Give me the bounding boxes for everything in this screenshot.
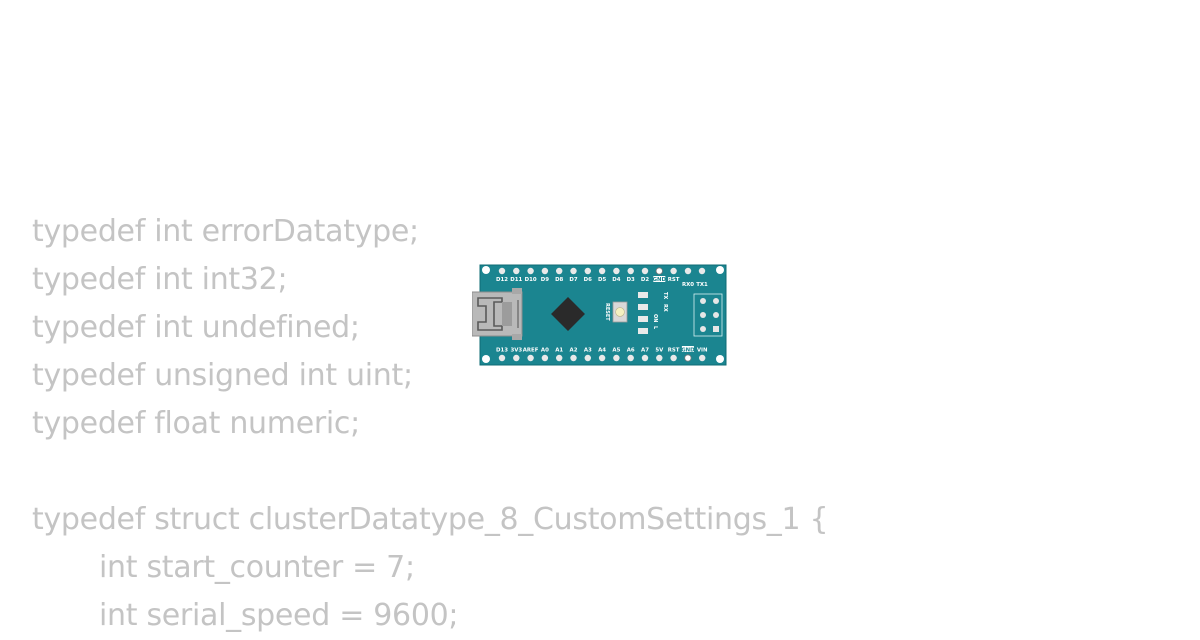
pin-header[interactable] <box>613 354 620 362</box>
pin-label: D9 <box>541 277 549 283</box>
led-label: TX <box>662 292 668 299</box>
pin-label: D11 <box>510 277 522 283</box>
pin-label: A2 <box>570 348 578 354</box>
pin-header[interactable] <box>498 354 506 362</box>
code-line: typedef int errorDatatype; <box>32 214 419 249</box>
pin-header[interactable] <box>584 267 591 275</box>
pin-label: A4 <box>598 348 606 354</box>
code-line: typedef float numeric; <box>32 406 360 441</box>
pin-label: RST <box>668 348 680 354</box>
pin-header[interactable] <box>670 354 677 362</box>
pin-label: 5V <box>655 348 664 354</box>
pin-header[interactable] <box>656 354 663 362</box>
mounting-hole <box>482 266 490 274</box>
pin-label: A6 <box>627 348 635 354</box>
pin-label: A3 <box>584 348 592 354</box>
pin-label: GND <box>653 277 667 283</box>
pin-header[interactable] <box>670 267 677 275</box>
pin-label: D6 <box>584 277 592 283</box>
reset-button[interactable] <box>612 301 628 323</box>
pin-label: RST <box>668 277 680 283</box>
pin-label: D4 <box>612 277 620 283</box>
pin-header[interactable] <box>699 354 706 362</box>
pin-header[interactable] <box>684 354 692 362</box>
pin-label: D7 <box>569 277 577 283</box>
pin-header[interactable] <box>513 267 520 275</box>
pin-header[interactable] <box>598 354 606 362</box>
mounting-hole <box>482 355 490 363</box>
pin-header[interactable] <box>627 267 634 275</box>
mounting-hole <box>716 355 724 363</box>
code-line: int serial_speed = 9600; <box>99 598 459 633</box>
pin-label: VIN <box>697 348 708 354</box>
pin-header[interactable] <box>655 267 663 275</box>
pin-header[interactable] <box>527 354 534 362</box>
pin-header[interactable] <box>498 267 506 275</box>
pin-label: D10 <box>525 277 537 283</box>
pin-header[interactable] <box>641 267 649 275</box>
pin-label: D8 <box>555 277 563 283</box>
pin-label: AREF <box>523 348 539 354</box>
gnd-label-bg <box>681 346 694 352</box>
code-line <box>32 448 932 496</box>
pin-label: D3 <box>627 277 635 283</box>
code-line: typedef int undefined; <box>32 310 360 345</box>
pin-label: D13 <box>496 348 508 354</box>
pin-header[interactable] <box>627 354 634 362</box>
reset-label: RESET <box>604 303 610 321</box>
gnd-label-bg <box>653 276 666 282</box>
code-editor: typedef int errorDatatype; typedef int in… <box>32 208 932 640</box>
pin-header[interactable] <box>541 354 549 362</box>
pin-header[interactable] <box>598 267 606 275</box>
pin-header[interactable] <box>641 354 649 362</box>
pin-label: TX1 <box>696 282 708 288</box>
icsp-header <box>693 293 723 337</box>
pin-header[interactable] <box>684 267 692 275</box>
code-line: typedef int int32; <box>32 262 288 297</box>
pin-label: D2 <box>641 277 649 283</box>
pin-header[interactable] <box>584 354 591 362</box>
pin-header[interactable] <box>556 354 563 362</box>
pin-label: D12 <box>496 277 508 283</box>
led-label: L <box>652 326 658 330</box>
pin-label: A7 <box>641 348 649 354</box>
code-line: typedef unsigned int uint; <box>32 358 413 393</box>
pin-label: A1 <box>555 348 563 354</box>
pin-header[interactable] <box>556 267 563 275</box>
code-line: typedef struct clusterDatatype_8_CustomS… <box>32 502 829 537</box>
led-label: RX <box>662 304 668 312</box>
pin-header[interactable] <box>698 267 706 275</box>
pin-label: A0 <box>541 348 549 354</box>
pin-label: 3V3 <box>510 348 522 354</box>
pin-label: GND <box>681 348 695 354</box>
pin-header[interactable] <box>570 267 577 275</box>
pin-header[interactable] <box>570 354 577 362</box>
status-leds <box>638 292 648 334</box>
pin-label: D5 <box>598 277 606 283</box>
pin-header[interactable] <box>613 267 620 275</box>
mounting-hole <box>716 266 724 274</box>
usb-connector <box>472 288 523 340</box>
led-label: ON <box>652 314 658 322</box>
pin-label: RX0 <box>682 282 694 288</box>
pin-header[interactable] <box>541 267 549 275</box>
code-line: int start_counter = 7; <box>99 550 415 585</box>
pin-header[interactable] <box>527 267 534 275</box>
pin-header[interactable] <box>513 354 520 362</box>
pin-label: A5 <box>612 348 620 354</box>
